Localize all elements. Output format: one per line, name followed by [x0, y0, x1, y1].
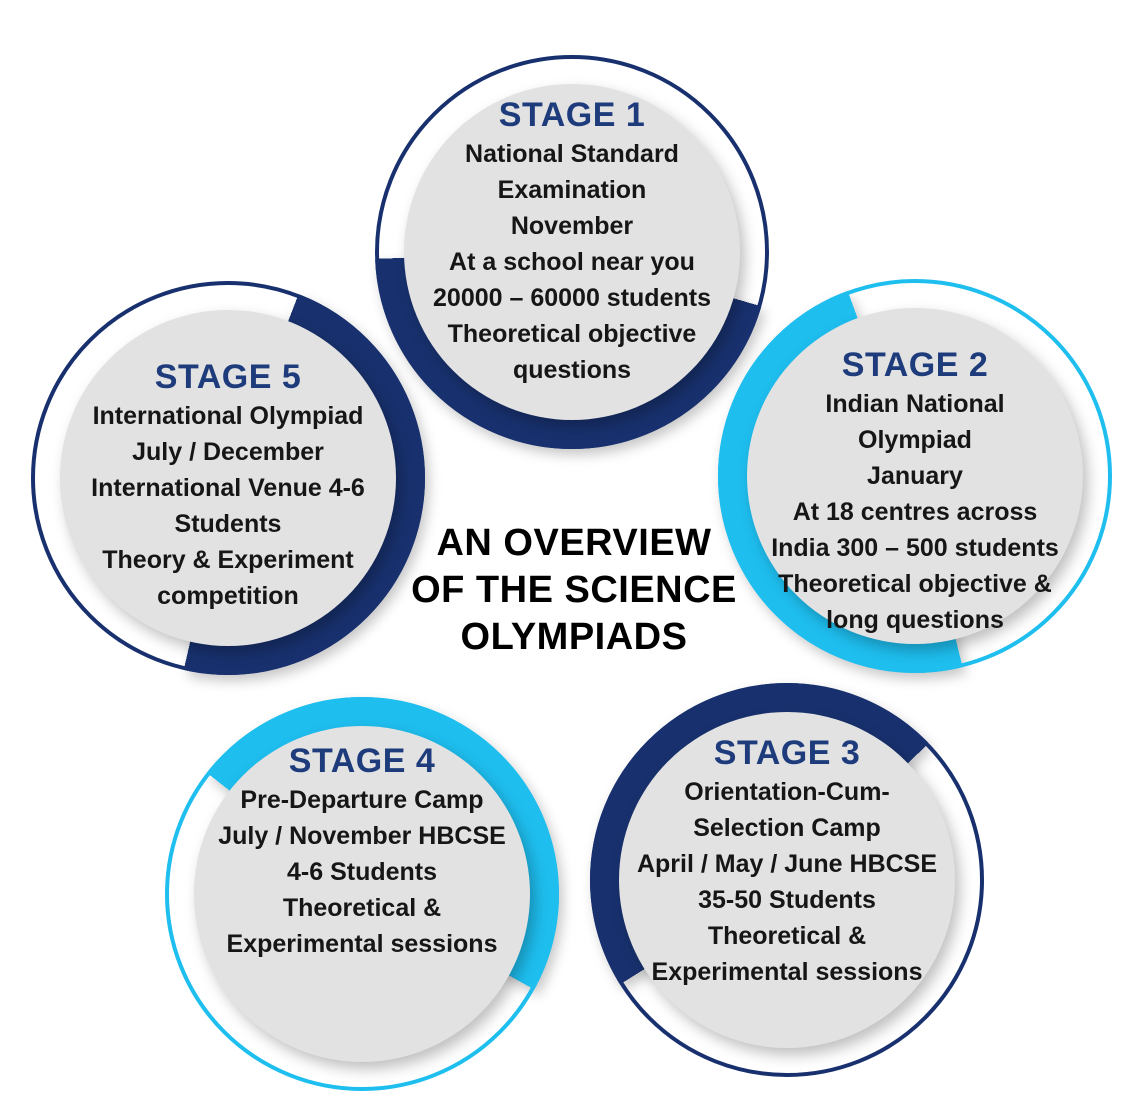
stage-2-line: Olympiad — [858, 426, 972, 454]
stage-3-line: Selection Camp — [693, 814, 881, 842]
stage-3-line: Theoretical & — [707, 922, 867, 950]
stage-1-outline-ring — [375, 55, 769, 449]
stage-4-outline-ring — [165, 697, 559, 1091]
stage-5-title: STAGE 5 — [154, 358, 302, 396]
stage-2-line: Indian National — [825, 390, 1005, 418]
stage-3-circle: STAGE 3 Orientation-Cum- Selection Camp … — [587, 680, 987, 1080]
stage-4-line: Experimental sessions — [226, 930, 498, 958]
stage-3-inner-circle: STAGE 3 Orientation-Cum- Selection Camp … — [619, 712, 955, 1048]
stage-1-line: National Standard — [465, 140, 679, 168]
stage-1-title: STAGE 1 — [498, 96, 646, 134]
stage-2-line: January — [867, 462, 963, 490]
stage-3-line: April / May / June HBCSE — [636, 850, 938, 878]
stage-4-line: Theoretical & — [282, 894, 442, 922]
stage-4-line: Pre-Departure Camp — [240, 786, 484, 814]
stage-1-line: November — [510, 212, 634, 240]
stage-5-line: Theory & Experiment — [102, 546, 354, 574]
stage-5-line: competition — [157, 582, 299, 610]
stage-2-line: At 18 centres across — [792, 498, 1038, 526]
stage-4-inner-circle: STAGE 4 Pre-Departure Camp July / Novemb… — [194, 726, 530, 1062]
stage-1-inner-circle: STAGE 1 National Standard Examination No… — [404, 84, 740, 420]
stage-1-line: 20000 – 60000 students — [433, 284, 711, 312]
diagram-title-line: AN OVERVIEW — [436, 522, 712, 564]
stage-1-line: At a school near you — [449, 248, 695, 276]
stage-2-circle: STAGE 2 Indian National Olympiad January… — [715, 276, 1115, 676]
stage-1-circle: STAGE 1 National Standard Examination No… — [372, 52, 772, 452]
stage-3-line: Experimental sessions — [651, 958, 923, 986]
stage-5-outline-ring — [31, 281, 425, 675]
stage-1-line: questions — [512, 356, 632, 384]
stage-4-title: STAGE 4 — [288, 742, 436, 780]
diagram-title-line: OLYMPIADS — [460, 616, 688, 658]
stage-5-line: International Olympiad — [92, 402, 364, 430]
stage-5-line: International Venue 4-6 — [91, 474, 365, 502]
stage-3-line: 35-50 Students — [698, 886, 876, 914]
stage-1-line: Theoretical objective — [447, 320, 697, 348]
stage-2-outline-ring — [718, 279, 1112, 673]
diagram-title: AN OVERVIEW OF THE SCIENCE OLYMPIADS — [374, 520, 774, 661]
stage-2-line: Theoretical objective & — [778, 570, 1052, 598]
stage-3-outline-ring — [590, 683, 984, 1077]
stage-5-line: July / December — [132, 438, 324, 466]
stage-4-circle: STAGE 4 Pre-Departure Camp July / Novemb… — [162, 694, 562, 1094]
stage-4-line: July / November HBCSE — [218, 822, 506, 850]
stage-2-line: India 300 – 500 students — [771, 534, 1059, 562]
stage-3-title: STAGE 3 — [713, 734, 861, 772]
stage-4-line: 4-6 Students — [286, 858, 438, 886]
stage-1-line: Examination — [497, 176, 647, 204]
stage-3-line: Orientation-Cum- — [684, 778, 890, 806]
stage-2-inner-circle: STAGE 2 Indian National Olympiad January… — [747, 308, 1083, 644]
stage-5-inner-circle: STAGE 5 International Olympiad July / De… — [60, 310, 396, 646]
stage-5-circle: STAGE 5 International Olympiad July / De… — [28, 278, 428, 678]
stage-2-line: long questions — [826, 606, 1004, 634]
stage-5-line: Students — [174, 510, 282, 538]
stage-2-title: STAGE 2 — [841, 346, 989, 384]
diagram-title-line: OF THE SCIENCE — [411, 569, 737, 611]
